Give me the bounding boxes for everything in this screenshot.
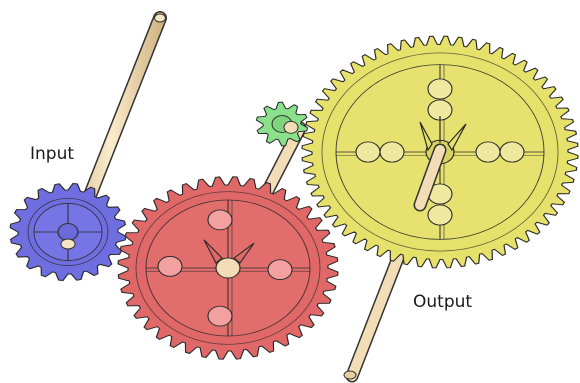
output-label: Output <box>413 292 472 312</box>
small-green-gear <box>256 102 307 146</box>
input-gear <box>10 183 126 280</box>
input-shaft-end <box>61 239 75 249</box>
input-label: Input <box>30 144 74 164</box>
idler-gear <box>118 177 338 359</box>
